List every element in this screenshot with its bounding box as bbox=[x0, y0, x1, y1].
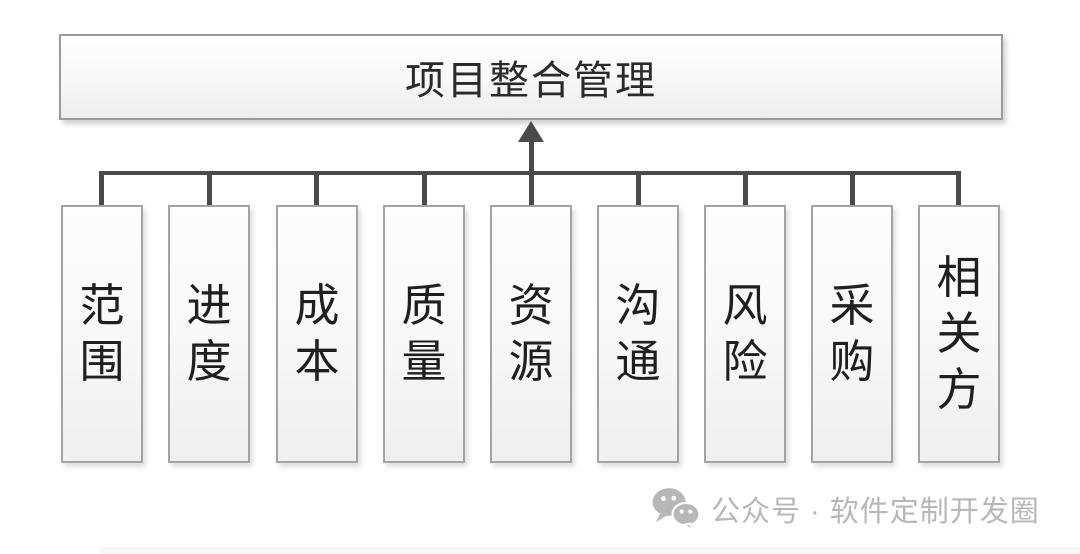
child-node-schedule: 进度 bbox=[168, 205, 250, 463]
connector-stub bbox=[743, 171, 748, 209]
connector-stub bbox=[99, 171, 104, 209]
child-node-label: 成本 bbox=[294, 280, 340, 387]
connector-stub bbox=[207, 171, 212, 209]
connector-stub bbox=[314, 171, 319, 209]
child-node-label: 资源 bbox=[508, 280, 554, 387]
arrow-shaft-line bbox=[529, 139, 534, 175]
child-node-cost: 成本 bbox=[276, 205, 358, 463]
child-node-communication: 沟通 bbox=[597, 205, 679, 463]
child-node-stakeholders: 相关方 bbox=[918, 205, 1000, 463]
child-node-scope: 范围 bbox=[61, 205, 143, 463]
connector-stub bbox=[956, 171, 961, 209]
child-node-label: 采购 bbox=[829, 280, 875, 387]
watermark-text: 公众号 · 软件定制开发圈 bbox=[711, 496, 1040, 528]
child-node-label: 范围 bbox=[79, 280, 125, 387]
bottom-strip bbox=[100, 547, 1080, 554]
child-node-procurement: 采购 bbox=[811, 205, 893, 463]
child-node-label: 进度 bbox=[186, 280, 232, 387]
child-node-resources: 资源 bbox=[490, 205, 572, 463]
arrow-up-icon bbox=[518, 121, 544, 142]
child-node-label: 质量 bbox=[401, 280, 447, 387]
root-node-label: 项目整合管理 bbox=[405, 59, 657, 103]
connector-stub bbox=[636, 171, 641, 209]
root-node-project-integration: 项目整合管理 bbox=[59, 34, 1003, 120]
child-node-risk: 风险 bbox=[704, 205, 786, 463]
watermark: 公众号 · 软件定制开发圈 bbox=[650, 484, 1040, 534]
connector-stub bbox=[529, 171, 534, 209]
child-node-label: 沟通 bbox=[615, 280, 661, 387]
child-node-label: 风险 bbox=[722, 280, 768, 387]
connector-stub bbox=[850, 171, 855, 209]
child-node-label: 相关方 bbox=[936, 252, 982, 415]
wechat-icon bbox=[652, 488, 701, 532]
child-node-quality: 质量 bbox=[383, 205, 465, 463]
connector-stub bbox=[422, 171, 427, 209]
